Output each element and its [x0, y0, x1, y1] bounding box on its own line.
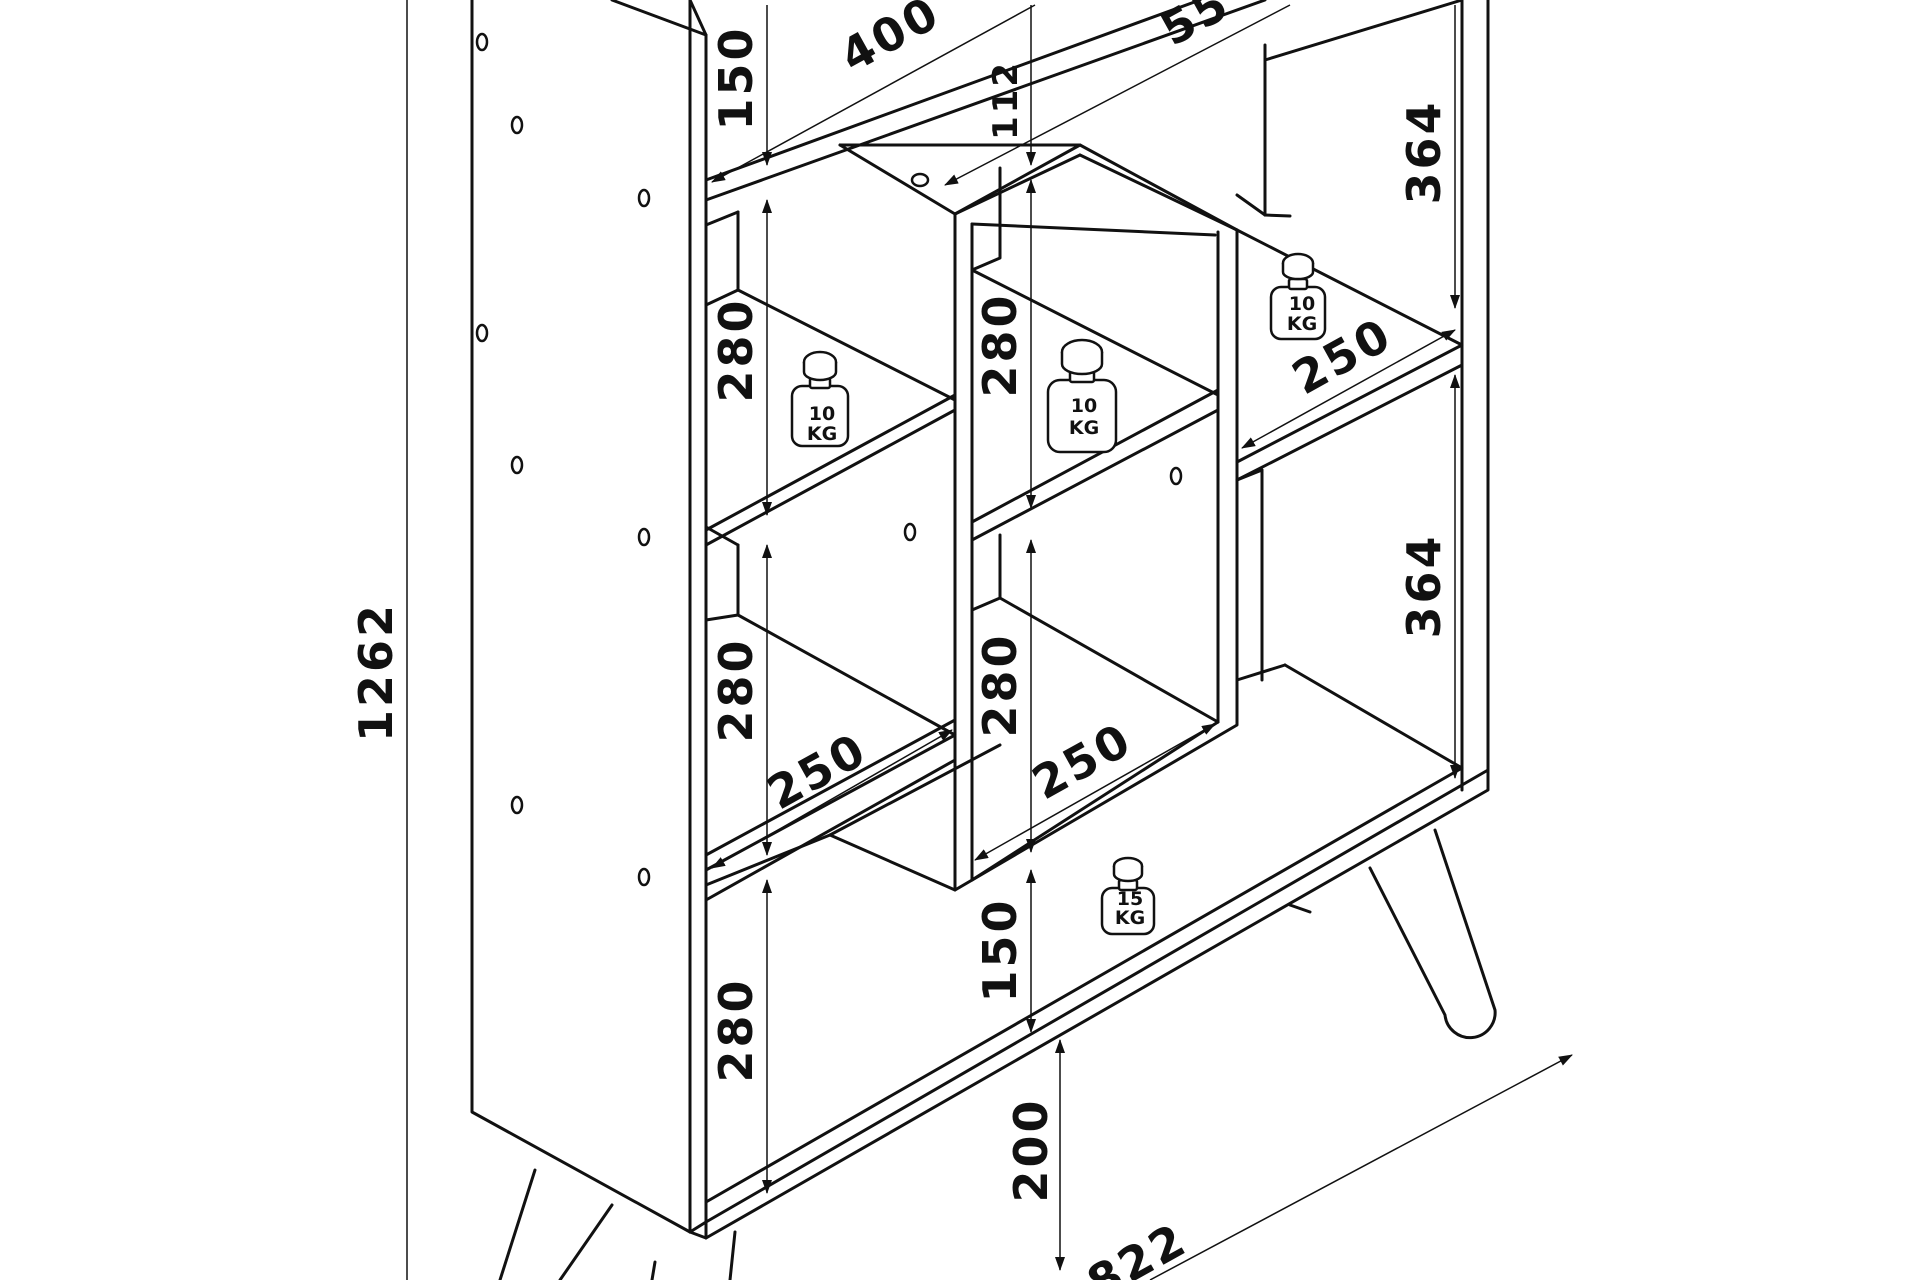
dim-top-width: 55	[1152, 0, 1239, 57]
bookshelf-body	[470, 0, 1497, 1280]
weight-icon-center: 10 KG	[1046, 338, 1118, 454]
dim-top-depth: 400	[831, 0, 949, 83]
dim-center-lower-cell: 280	[973, 632, 1027, 737]
dim-right-lower-height: 364	[1397, 533, 1451, 638]
dimension-labels: 400 55 150 112 364 250 364 280 280 280 2…	[349, 0, 1451, 1280]
dim-left-shelf-depth: 250	[758, 722, 876, 820]
right-side-panel	[1460, 0, 1490, 792]
weight-icon-left: 10 KG	[790, 350, 850, 448]
dim-top-gap: 150	[709, 25, 763, 130]
weight-icon-right: 10 KG	[1269, 252, 1327, 341]
dim-center-bottom-gap: 150	[973, 897, 1027, 1002]
dim-left-upper-cell: 280	[709, 297, 763, 402]
base-board	[688, 766, 1490, 1240]
weight-left-value: 10	[809, 403, 835, 425]
left-side-panel	[470, 0, 708, 1234]
screw-holes	[475, 32, 1183, 887]
dimension-lines	[406, 0, 1573, 1280]
weight-center-value: 10	[1071, 395, 1097, 417]
weight-right-unit: KG	[1287, 313, 1317, 335]
dim-left-middle-cell: 280	[709, 637, 763, 742]
dim-total-height: 1262	[349, 602, 403, 742]
weight-center-unit: KG	[1069, 417, 1099, 439]
dim-total-width: 822	[1078, 1212, 1196, 1280]
weight-icon-bottom: 15 KG	[1100, 856, 1156, 936]
top-shelf	[704, 0, 1267, 217]
weight-right-value: 10	[1289, 293, 1315, 315]
dim-center-upper-cell: 280	[973, 292, 1027, 397]
dim-left-bottom-cell: 280	[709, 977, 763, 1082]
dim-leg-height: 200	[1004, 1097, 1058, 1202]
weight-left-unit: KG	[807, 423, 837, 445]
weight-bottom-value: 15	[1117, 888, 1143, 910]
dim-center-shelf-depth: 250	[1023, 712, 1141, 810]
legs	[498, 828, 1497, 1280]
dim-top-slot: 112	[986, 60, 1026, 140]
dim-right-upper-height: 364	[1397, 99, 1451, 204]
weight-bottom-unit: KG	[1115, 907, 1145, 929]
